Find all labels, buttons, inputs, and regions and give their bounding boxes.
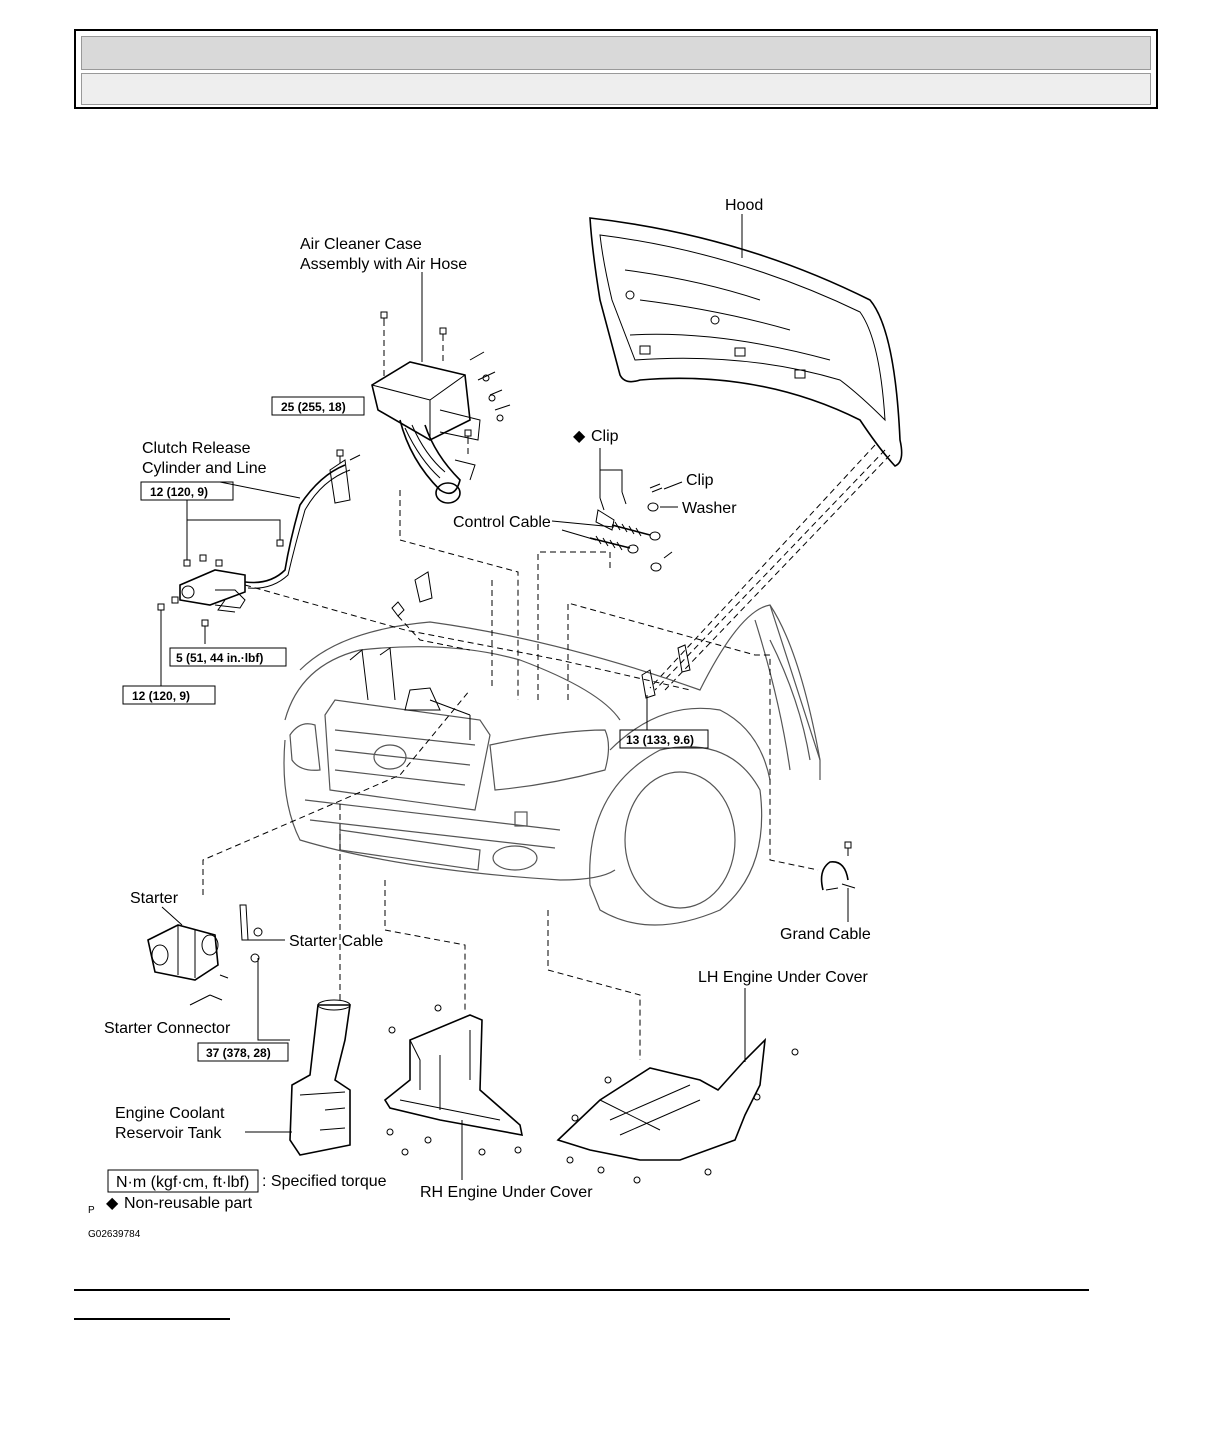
diamond-icon: ◆ xyxy=(573,428,586,445)
coolant-reservoir-tank xyxy=(289,999,351,1156)
rh-under-cover-part xyxy=(383,1004,524,1156)
hood-dash-lines xyxy=(649,444,891,691)
hood-hinge xyxy=(641,644,691,699)
label-clutch-line2: Cylinder and Line xyxy=(142,460,267,477)
lh-under-dash xyxy=(547,910,641,1060)
starter-dash xyxy=(202,689,471,1000)
footer-short-rule xyxy=(74,1318,230,1320)
header-title-bar xyxy=(81,36,1151,70)
bracket-part xyxy=(391,571,433,617)
header-frame xyxy=(74,29,1158,109)
torque-box-air-cleaner: 25 (255, 18) xyxy=(271,396,365,416)
label-starter-cable: Starter Cable xyxy=(289,933,383,950)
air-cleaner-dash-lines xyxy=(399,490,519,700)
label-clip: Clip xyxy=(686,472,714,489)
figure-code: G02639784 xyxy=(88,1229,141,1240)
legend: N·m (kgf·cm, ft·lbf) : Specified torque … xyxy=(88,1169,387,1240)
clutch-release-cylinder xyxy=(157,454,361,627)
label-starter-connector: Starter Connector xyxy=(104,1020,231,1037)
control-cable-dash xyxy=(537,551,819,871)
torque-clutch-mid-text: 5 (51, 44 in.·lbf) xyxy=(176,651,263,665)
ground-cable-part xyxy=(820,841,856,891)
torque-clutch-upper-text: 12 (120, 9) xyxy=(150,485,208,499)
label-clip-nonreusable: Clip xyxy=(591,428,619,445)
control-cable-part xyxy=(589,483,673,572)
bolt-icon xyxy=(336,311,472,463)
torque-hood-text: 13 (133, 9.6) xyxy=(626,733,694,747)
torque-starter-text: 37 (378, 28) xyxy=(206,1046,271,1060)
clutch-leaders xyxy=(160,500,281,686)
legend-p-mark: P xyxy=(88,1205,95,1216)
label-starter: Starter xyxy=(130,890,179,907)
label-control-cable: Control Cable xyxy=(453,514,551,531)
clip2-leader xyxy=(663,481,683,490)
torque-box-clutch-mid: 5 (51, 44 in.·lbf) xyxy=(169,647,287,667)
legend-torque-unit: N·m (kgf·cm, ft·lbf) xyxy=(116,1174,249,1191)
label-grand-cable: Grand Cable xyxy=(780,926,871,943)
starter-leaders xyxy=(161,906,290,1041)
torque-box-clutch-upper: 12 (120, 9) xyxy=(140,481,234,501)
label-hood: Hood xyxy=(725,197,763,214)
legend-torque-desc: : Specified torque xyxy=(262,1173,387,1190)
torque-air-cleaner-text: 25 (255, 18) xyxy=(281,400,346,414)
header-subtitle-bar xyxy=(81,73,1151,105)
label-coolant-line2: Reservoir Tank xyxy=(115,1125,222,1142)
lh-under-cover-part xyxy=(556,1037,799,1184)
label-coolant-line1: Engine Coolant xyxy=(115,1105,225,1122)
torque-box-hood: 13 (133, 9.6) xyxy=(619,729,709,749)
hood-part xyxy=(589,217,903,467)
legend-nonreusable: Non-reusable part xyxy=(124,1195,253,1212)
label-clutch-line1: Clutch Release xyxy=(142,440,251,457)
clip-leader xyxy=(599,448,623,498)
torque-box-clutch-lower: 12 (120, 9) xyxy=(122,685,216,705)
label-air-cleaner-line2: Assembly with Air Hose xyxy=(300,256,467,273)
bracket-dash xyxy=(397,615,471,651)
footer-rule xyxy=(74,1289,1089,1291)
rh-under-dash xyxy=(384,880,466,1012)
vehicle-body xyxy=(283,604,821,926)
control-cable-leader xyxy=(551,520,615,541)
torque-box-starter: 37 (378, 28) xyxy=(197,1042,289,1062)
torque-clutch-lower-text: 12 (120, 9) xyxy=(132,689,190,703)
label-air-cleaner-line1: Air Cleaner Case xyxy=(300,236,422,253)
label-washer: Washer xyxy=(682,500,737,517)
clutch-label-leader xyxy=(219,481,301,499)
clutch-dash-line xyxy=(244,584,691,691)
diamond-icon: ◆ xyxy=(106,1195,119,1212)
label-rh-under-cover: RH Engine Under Cover xyxy=(420,1184,593,1201)
label-lh-under-cover: LH Engine Under Cover xyxy=(698,969,869,986)
starter-part xyxy=(147,904,263,1001)
air-cleaner-assembly xyxy=(371,351,511,504)
